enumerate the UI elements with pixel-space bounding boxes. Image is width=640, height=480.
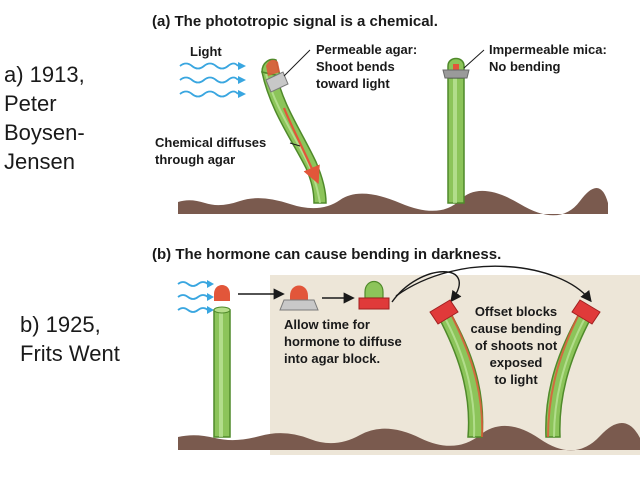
panel-b-title: (b) The hormone can cause bending in dar… [152, 246, 501, 263]
offset-shoot-left [429, 299, 484, 438]
label-b-1925-frits-went: b) 1925, Frits Went [20, 312, 120, 366]
panel-a-title: (a) The phototropic signal is a chemical… [152, 13, 438, 30]
light-waves-a [179, 62, 239, 98]
allow-label-3: into agar block. [284, 351, 380, 366]
allow-label-1: Allow time for [284, 317, 370, 332]
agar-label-2: Shoot bends [316, 59, 395, 74]
bending-shoot-agar [261, 58, 327, 204]
agar-pointer-line [283, 49, 311, 77]
mica-label-2: No bending [489, 59, 561, 74]
went-shoot-decapitated [213, 285, 231, 438]
offset-label-4: exposed [490, 355, 543, 370]
straight-shoot-mica [442, 57, 470, 204]
soil-strip-b [178, 422, 640, 451]
light-arrowheads-b [207, 280, 214, 314]
offset-label-5: to light [494, 372, 538, 387]
agar-label-1: Permeable agar: [316, 42, 417, 57]
soil-strip-a [178, 187, 608, 216]
mica-label-1: Impermeable mica: [489, 42, 607, 57]
light-arrowheads-a [238, 62, 246, 98]
diffuse-pointer-line [289, 142, 301, 147]
offset-label-1: Offset blocks [475, 304, 557, 319]
allow-label-2: hormone to diffuse [284, 334, 402, 349]
offset-label-2: cause bending [470, 321, 561, 336]
light-label: Light [190, 44, 222, 59]
curved-arrow-right [395, 265, 592, 303]
offset-label-3: of shoots not [475, 338, 558, 353]
tip-on-red-block [358, 280, 390, 310]
agar-label-3: toward light [316, 76, 390, 91]
mica-pointer-line [463, 49, 485, 69]
label-a-1913-boysen-jensen: a) 1913, Peter Boysen- Jensen [4, 62, 85, 174]
light-waves-b [177, 281, 209, 313]
offset-shoot-right [545, 299, 601, 438]
diffuse-label-1: Chemical diffuses [155, 135, 266, 150]
diffuse-label-2: through agar [155, 152, 235, 167]
tip-on-agar-block [279, 285, 319, 311]
curved-arrow-left [391, 271, 462, 303]
